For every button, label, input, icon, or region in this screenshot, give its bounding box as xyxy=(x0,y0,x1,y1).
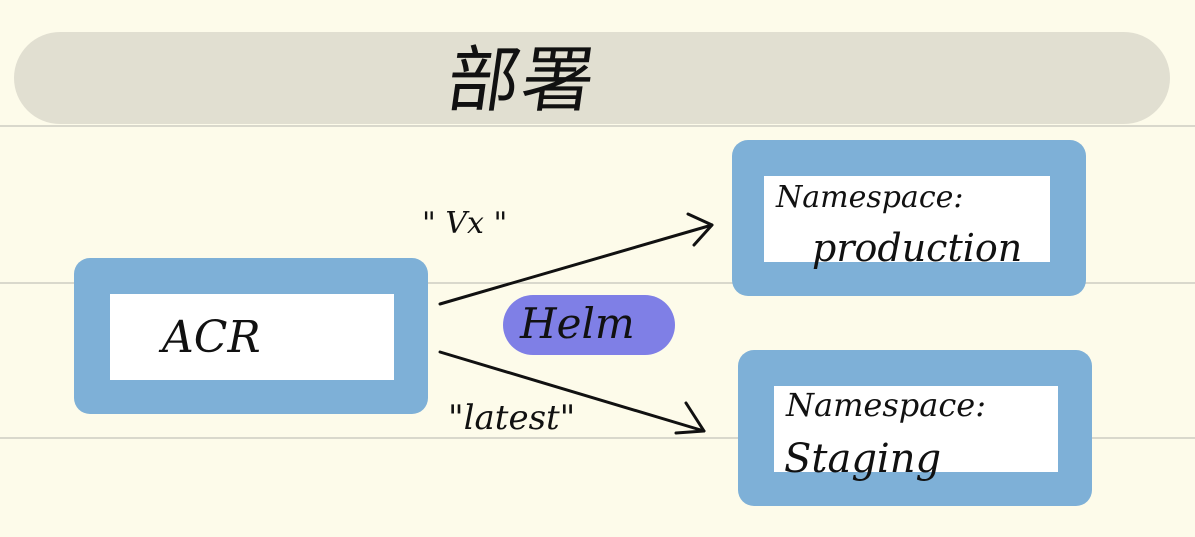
arrow-to-staging-head xyxy=(674,401,706,435)
acr-box xyxy=(74,258,428,414)
staging-namespace-heading: Namespace: xyxy=(786,386,986,424)
arrow-to-staging xyxy=(438,350,706,433)
production-namespace-name: production xyxy=(812,226,1023,270)
header-bar xyxy=(14,32,1170,124)
ruled-line xyxy=(0,125,1195,127)
ruled-line xyxy=(0,437,1195,439)
production-namespace-heading: Namespace: xyxy=(776,180,964,215)
ruled-line xyxy=(0,282,1195,284)
staging-namespace-name: Staging xyxy=(784,436,942,482)
arrow-to-production xyxy=(438,223,714,306)
helm-label: Helm xyxy=(520,299,635,348)
production-namespace-inner xyxy=(764,176,1050,262)
helm-pill xyxy=(503,295,675,355)
edge-label-vx: " Vx " xyxy=(422,206,508,241)
staging-namespace-inner xyxy=(774,386,1058,472)
staging-namespace-box xyxy=(738,350,1092,506)
production-namespace-box xyxy=(732,140,1086,296)
acr-label: ACR xyxy=(162,312,261,363)
acr-box-inner xyxy=(110,294,394,380)
arrow-to-production-head xyxy=(686,212,714,247)
edge-label-latest: "latest" xyxy=(448,398,576,438)
